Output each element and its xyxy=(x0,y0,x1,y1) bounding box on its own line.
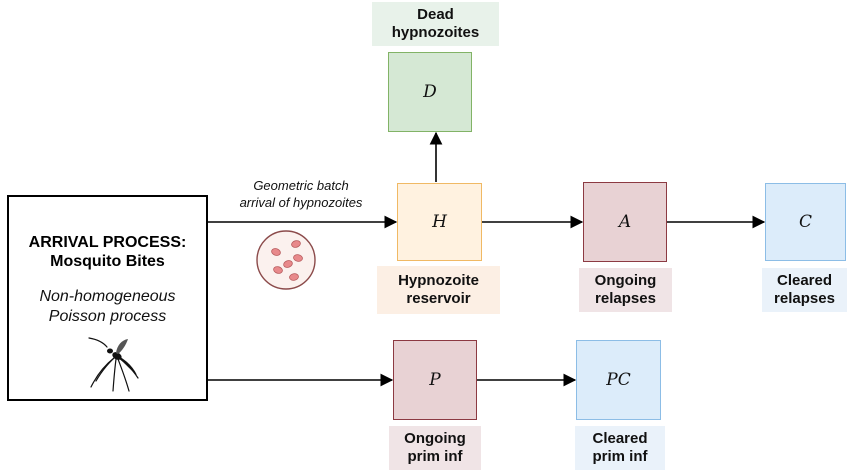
mosquito-icon xyxy=(88,337,139,392)
arrival-title-line1: ARRIVAL PROCESS: xyxy=(28,234,187,251)
symbol-d: D xyxy=(423,82,437,102)
label-d-line2: hypnozoites xyxy=(391,24,480,41)
symbol-a: A xyxy=(618,212,632,232)
compartment-c: C xyxy=(765,183,846,261)
compartment-pc: PC xyxy=(576,340,661,420)
label-cleared-prim-inf: Cleared prim inf xyxy=(575,426,665,470)
label-a-line2: relapses xyxy=(595,290,656,307)
label-pc-line1: Cleared xyxy=(592,430,648,447)
label-c-line1: Cleared xyxy=(776,272,833,289)
compartment-a: A xyxy=(583,182,667,262)
arrival-subtitle: Non-homogeneous Poisson process xyxy=(9,287,206,327)
label-cleared-relapses: Cleared relapses xyxy=(762,268,847,312)
label-ongoing-relapses: Ongoing relapses xyxy=(579,268,672,312)
compartment-p: P xyxy=(393,340,477,420)
label-h-line2: reservoir xyxy=(406,290,471,307)
batch-arrival-note: Geometric batch arrival of hypnozoites xyxy=(232,177,370,211)
label-ongoing-prim-inf: Ongoing prim inf xyxy=(389,426,481,470)
label-pc-line2: prim inf xyxy=(592,448,648,465)
label-p-line1: Ongoing xyxy=(404,430,466,447)
arrival-process-box: ARRIVAL PROCESS: Mosquito Bites Non-homo… xyxy=(7,195,208,401)
arrival-title: ARRIVAL PROCESS: Mosquito Bites xyxy=(9,233,206,271)
symbol-c: C xyxy=(798,212,812,232)
label-h-line1: Hypnozoite xyxy=(398,272,479,289)
batch-note-line2: arrival of hypnozoites xyxy=(239,195,363,210)
symbol-p: P xyxy=(429,370,441,390)
label-c-line2: relapses xyxy=(774,290,835,307)
compartment-h: H xyxy=(397,183,482,261)
label-dead-hypnozoites: Dead hypnozoites xyxy=(372,2,499,46)
symbol-pc: PC xyxy=(606,370,631,390)
compartment-d: D xyxy=(388,52,472,132)
symbol-h: H xyxy=(432,212,447,232)
arrival-subtitle-line1: Non-homogeneous xyxy=(39,288,176,305)
arrival-subtitle-line2: Poisson process xyxy=(48,308,167,325)
hypnozoite-cell-icon xyxy=(256,230,316,290)
arrival-title-line2: Mosquito Bites xyxy=(50,253,165,270)
label-hypnozoite-reservoir: Hypnozoite reservoir xyxy=(377,266,500,314)
label-p-line2: prim inf xyxy=(407,448,463,465)
label-d-line1: Dead xyxy=(417,6,454,23)
label-a-line1: Ongoing xyxy=(594,272,657,289)
batch-note-line1: Geometric batch xyxy=(253,178,349,193)
